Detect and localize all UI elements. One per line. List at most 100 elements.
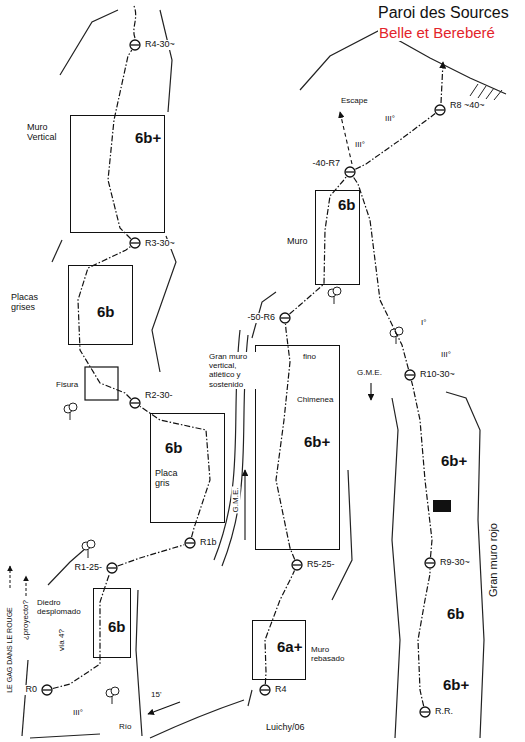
route-arrow — [26, 576, 27, 596]
belay-symbol — [404, 369, 416, 381]
belay-symbol — [426, 562, 435, 563]
route-line — [53, 574, 110, 689]
feature-note: Muro rebasado — [310, 645, 354, 663]
belay-symbol — [280, 313, 290, 323]
rock-outline — [60, 10, 118, 75]
escape-line — [340, 112, 352, 164]
route-continuation — [134, 6, 136, 38]
pitch-box: 6a+ — [252, 620, 306, 680]
wall-note: Muro Vertical — [26, 122, 68, 143]
belay-station: R5-25- — [291, 559, 303, 571]
tree-symbol — [70, 412, 71, 420]
belay-label: R8 ~40~ — [449, 101, 486, 111]
belay-symbol — [435, 105, 445, 115]
belay-symbol — [436, 109, 445, 110]
tree-symbol — [88, 550, 89, 558]
belay-station: R10-30~ — [404, 369, 416, 381]
tree-symbol — [87, 540, 95, 548]
route-line — [353, 177, 408, 369]
feature-note: fino — [302, 352, 317, 361]
belay-symbol — [419, 706, 431, 718]
belay-symbol — [186, 542, 195, 543]
belay-symbol — [108, 567, 117, 568]
approach-arrow — [148, 702, 180, 714]
belay-symbol — [420, 707, 430, 717]
tree-symbol — [396, 336, 397, 344]
rock-outline — [22, 660, 28, 736]
grade-text: 6b+ — [440, 452, 468, 469]
belay-symbol — [184, 537, 196, 549]
rock-outline — [22, 10, 506, 738]
place-note: Río — [118, 722, 132, 731]
rock-outline — [52, 240, 62, 262]
river-bank — [150, 700, 244, 738]
wall-note: Muro — [286, 236, 309, 246]
belay-symbol — [43, 689, 52, 690]
grade-note: III° — [72, 708, 84, 717]
belay-label: R3-30~ — [144, 239, 176, 249]
belay-symbol — [260, 685, 270, 695]
rock-outline — [152, 236, 176, 372]
route-line — [265, 570, 295, 684]
grade-text: 6b+ — [304, 434, 330, 451]
belay-label: R5-25- — [306, 560, 336, 570]
feature-note: Diedro desplomado — [36, 598, 86, 616]
belay-station: -50-R6 — [279, 312, 291, 324]
pitch-box: 6b — [315, 190, 360, 285]
belay-station: R3-30~ — [129, 237, 141, 249]
route-line — [118, 545, 185, 566]
pitch-box: 6b+ — [70, 115, 165, 233]
belay-symbol — [129, 397, 141, 409]
pitch-box: 6bPlaca gris — [150, 413, 225, 523]
descent-arrow — [244, 470, 245, 540]
rock-outline — [136, 590, 142, 736]
tree-symbol — [111, 687, 119, 695]
belay-symbol — [131, 242, 140, 243]
belay-symbol — [42, 685, 52, 695]
route-line — [276, 324, 295, 559]
title: Paroi des Sources — [378, 4, 509, 22]
belay-symbol — [130, 398, 140, 408]
belay-station: R1-25- — [106, 562, 118, 574]
roof-symbol — [433, 500, 451, 512]
tree-symbol — [334, 296, 335, 304]
belay-symbol — [293, 564, 302, 565]
route-continuation — [441, 62, 443, 103]
route-note: vía 4? — [57, 628, 66, 652]
belay-symbol — [344, 166, 356, 178]
belay-station: R.R. — [419, 706, 431, 718]
belay-label: R0 — [24, 685, 38, 695]
route-line — [418, 569, 430, 706]
escape-note: Escape — [340, 96, 369, 105]
route-line — [355, 114, 435, 170]
wall-note: Placas grises — [10, 292, 56, 313]
belay-station: R4 — [259, 684, 271, 696]
route-line — [108, 50, 132, 239]
belay-label: R1b — [199, 538, 218, 548]
grade-text: 6b — [97, 304, 115, 321]
belay-symbol — [185, 538, 195, 548]
pitch-note: Placa gris — [155, 469, 187, 489]
route-arrow — [10, 566, 11, 588]
rock-hatch — [470, 84, 478, 96]
belay-symbol — [346, 171, 355, 172]
route-line — [78, 247, 131, 399]
feature-note: Fisura — [55, 380, 79, 389]
belay-symbol — [279, 312, 291, 324]
grade-note: I° — [420, 318, 427, 327]
belay-station: R8 ~40~ — [434, 104, 446, 116]
belay-symbol — [129, 39, 141, 51]
rock-outline — [160, 10, 172, 112]
pitch-box: 6b+ — [255, 345, 340, 550]
grade-text: 6b — [446, 605, 466, 622]
grade-text: 6b — [165, 440, 183, 457]
tree-symbol — [64, 287, 403, 704]
rock-hatch — [470, 84, 502, 100]
belay-station: R2-30- — [129, 397, 141, 409]
grade-note: III° — [384, 114, 396, 123]
rock-hatch — [478, 86, 486, 98]
belay-symbol — [41, 684, 53, 696]
tree-symbol — [69, 403, 77, 411]
grade-note: III° — [440, 350, 452, 359]
